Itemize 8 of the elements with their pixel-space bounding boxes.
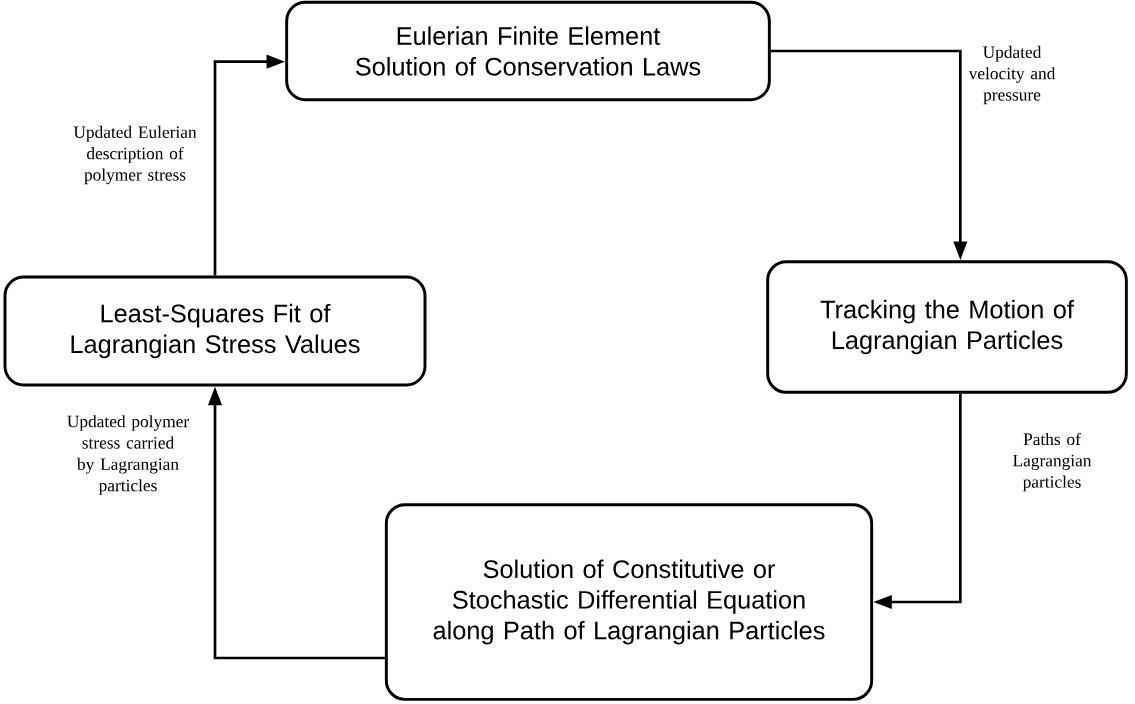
process-box: Solution of Constitutive or Stochastic Differential Equation along Path of Lagrangian Particles: [384, 503, 874, 701]
process-box: Eulerian Finite Element Solution of Conservation Laws: [285, 0, 771, 102]
edge-label: Updated Eulerian description of polymer stress: [62, 124, 208, 186]
process-box: Tracking the Motion of Lagrangian Particles: [766, 260, 1128, 394]
edge-label: Paths of Lagrangian particles: [999, 431, 1105, 493]
edge-label: Updated polymer stress carried by Lagrangian particles: [62, 413, 194, 497]
process-box: Least-Squares Fit of Lagrangian Stress Values: [3, 275, 427, 387]
edge-label: Updated velocity and pressure: [964, 44, 1060, 106]
